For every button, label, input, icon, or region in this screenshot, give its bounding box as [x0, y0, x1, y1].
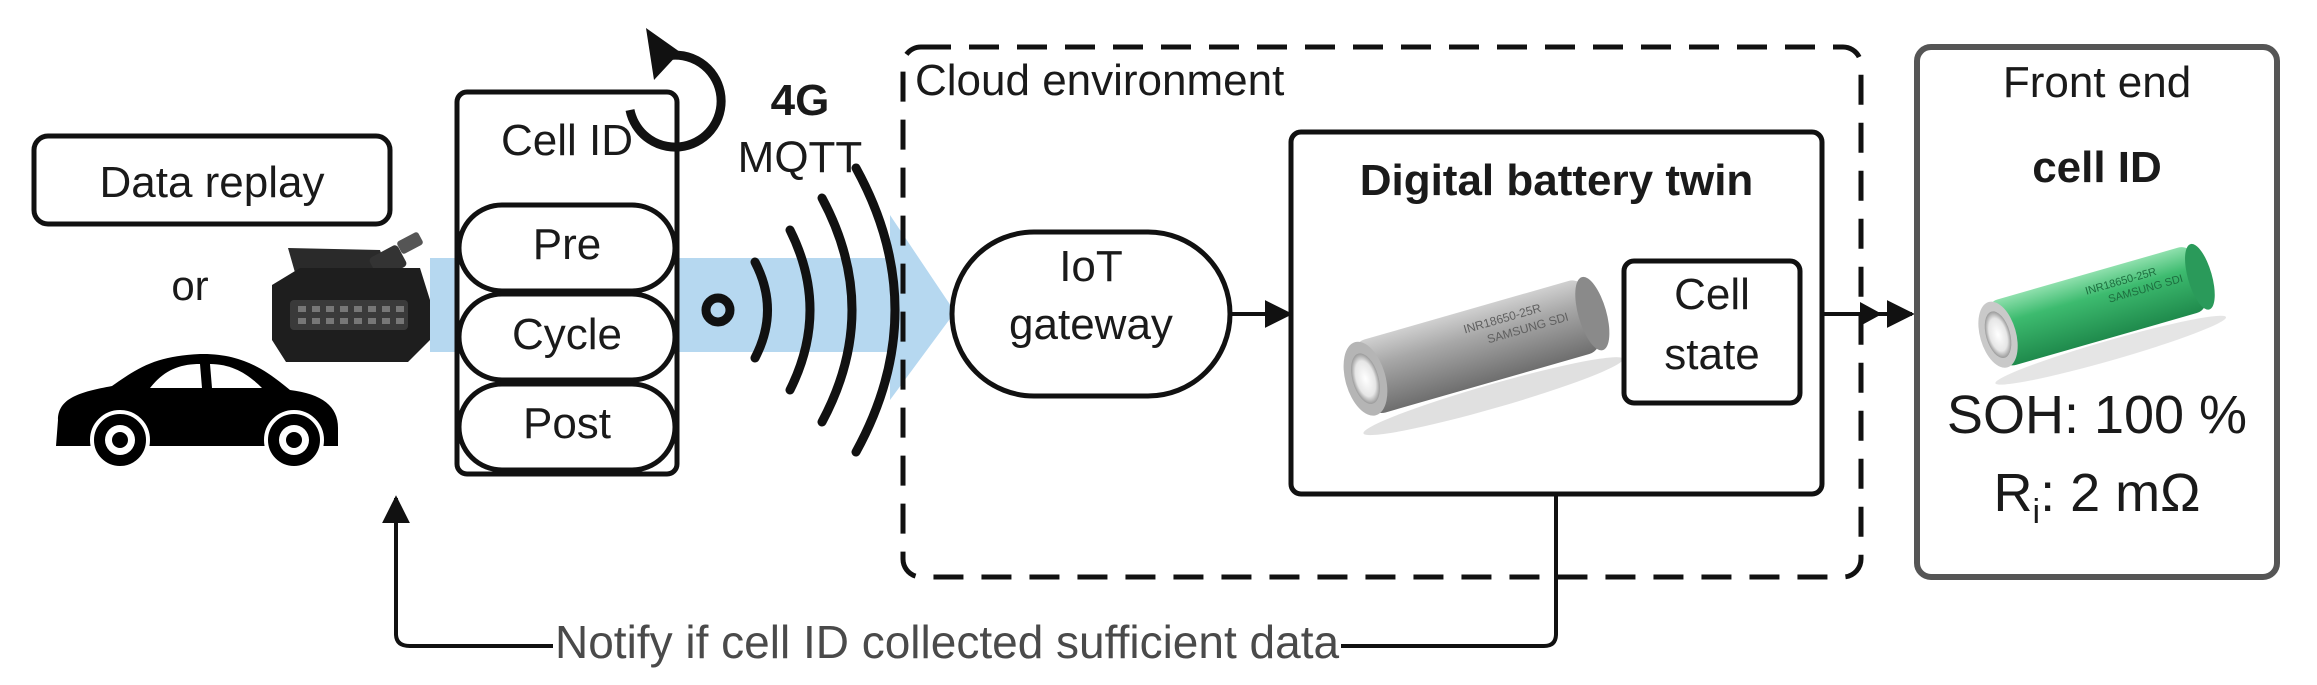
grey-18650-battery-icon: INR18650-25R SAMSUNG SDI — [1343, 276, 1624, 436]
internal-resistance-value: Ri: 2 mΩ — [1917, 462, 2277, 532]
cell-state-box — [1621, 258, 1803, 406]
car-icon — [56, 353, 338, 470]
phase-post-label: Post — [522, 399, 612, 448]
obd-connector-icon — [272, 232, 430, 362]
ri-value: : 2 mΩ — [2040, 463, 2201, 523]
feedback-label: Notify if cell ID collected sufficient d… — [553, 615, 1342, 669]
circular-arrow-icon — [625, 28, 726, 152]
cell-id-title: Cell ID — [500, 116, 634, 165]
phase-cycle-pill — [456, 291, 678, 383]
protocol-label: MQTT — [737, 133, 863, 182]
ri-subscript: i — [2032, 492, 2041, 531]
cell-state-label-line2: state — [1664, 330, 1760, 379]
phase-cycle-label: Cycle — [511, 310, 623, 359]
ri-symbol: R — [1993, 463, 2033, 523]
wireless-signal-icon — [701, 163, 900, 457]
front-end-title: Front end — [2002, 58, 2192, 107]
cloud-environment-box — [900, 44, 1864, 580]
iot-gateway-label-line2: gateway — [1009, 300, 1173, 349]
digital-twin-title: Digital battery twin — [1359, 156, 1754, 205]
network-label: 4G — [770, 76, 830, 125]
data-replay-label: Data replay — [99, 158, 325, 207]
or-label: or — [171, 262, 209, 309]
iot-gateway-pill — [949, 229, 1233, 399]
front-end-cell-id: cell ID — [2032, 143, 2162, 192]
soh-value: SOH: 100 % — [1946, 385, 2248, 445]
cell-state-label-line1: Cell — [1674, 270, 1750, 319]
green-18650-battery-icon: INR18650-25R SAMSUNG SDI — [1978, 243, 2227, 385]
cloud-environment-title: Cloud environment — [915, 56, 1285, 105]
phase-pre-pill — [456, 202, 678, 294]
phase-post-pill — [456, 381, 678, 473]
data-replay-box — [31, 133, 393, 227]
phase-pre-label: Pre — [532, 220, 602, 269]
iot-gateway-label-line1: IoT — [1059, 242, 1123, 291]
